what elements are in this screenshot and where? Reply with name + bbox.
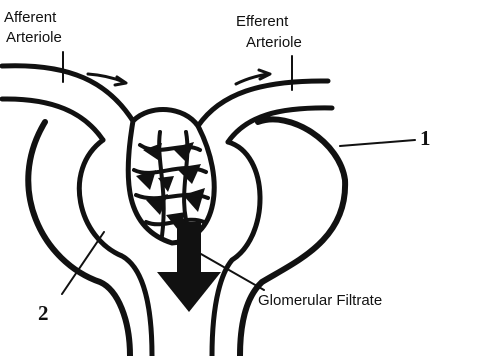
bowmans-capsule-outer-wall-right <box>240 119 345 356</box>
efferent-label-line1: Efferent <box>236 13 289 30</box>
filtration-arrow <box>157 222 221 312</box>
bowmans-capsule-inner-wall-right <box>212 142 260 356</box>
marker-1-leader-line <box>340 140 415 146</box>
marker-1-label: 1 <box>420 126 431 150</box>
marker-2-label: 2 <box>38 301 49 325</box>
glomerular-filtrate-label: Glomerular Filtrate <box>258 292 382 309</box>
filtration-arrow-shaft <box>177 222 201 278</box>
efferent-label-line2: Arteriole <box>246 34 302 51</box>
filtration-arrow-head <box>157 272 221 312</box>
afferent-label-line1: Afferent <box>4 9 57 26</box>
glomerulus <box>128 110 214 243</box>
efferent-flow-arrow <box>236 70 270 84</box>
afferent-label-line2: Arteriole <box>6 29 62 46</box>
capillary-loops <box>136 142 205 230</box>
